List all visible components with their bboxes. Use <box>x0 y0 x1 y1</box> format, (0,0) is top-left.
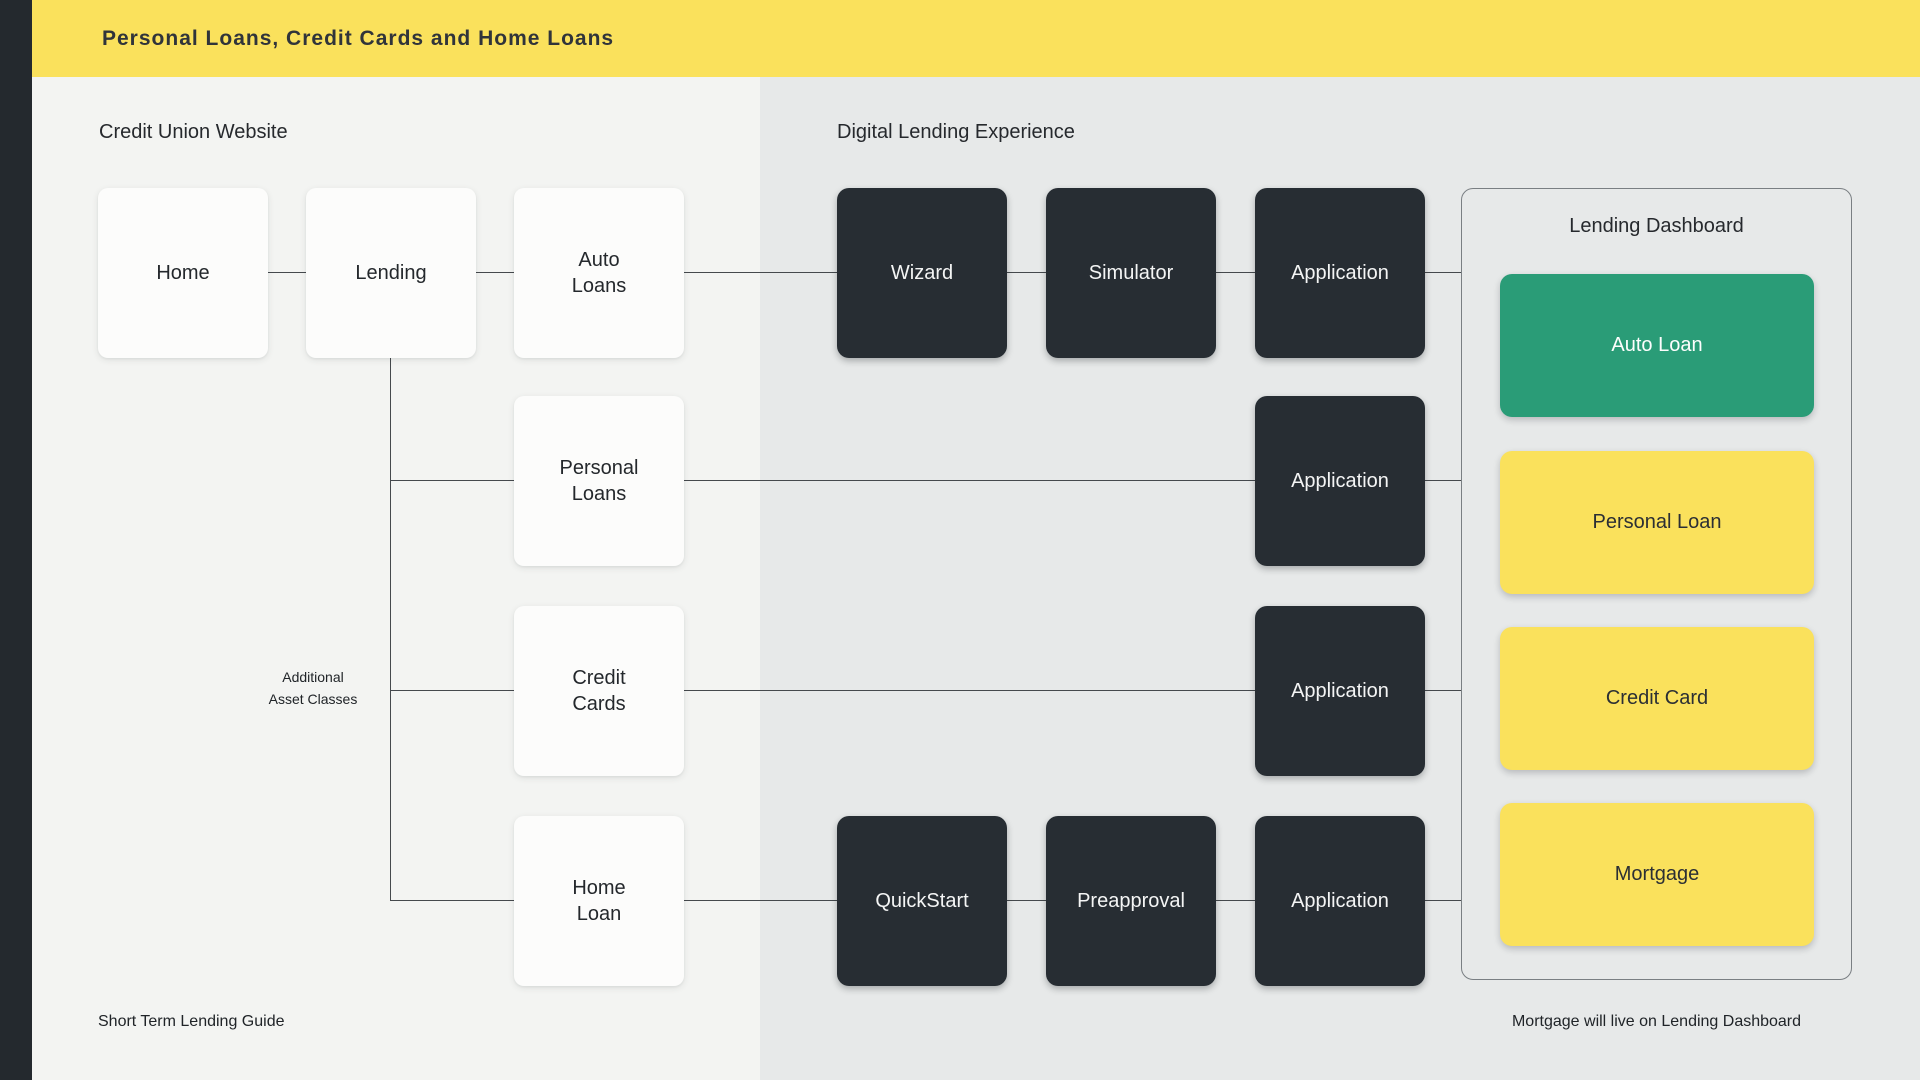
header-bar: Personal Loans, Credit Cards and Home Lo… <box>0 0 1920 77</box>
connector <box>684 480 1255 481</box>
node-label: Auto Loans <box>571 249 627 297</box>
connector <box>1425 690 1461 691</box>
node-label: Personal Loans <box>559 457 639 505</box>
section-label-credit-union-website: Credit Union Website <box>99 121 288 143</box>
dashboard-card-credit-card[interactable]: Credit Card <box>1500 627 1814 770</box>
connector-tree-trunk <box>390 358 391 901</box>
card-label: Personal Loan <box>1592 511 1722 533</box>
connector <box>1216 272 1255 273</box>
node-auto-loans[interactable]: Auto Loans <box>514 188 684 358</box>
node-personal-loans[interactable]: Personal Loans <box>514 396 684 566</box>
card-label: Auto Loan <box>1611 334 1703 356</box>
connector <box>1425 272 1461 273</box>
dashboard-card-mortgage[interactable]: Mortgage <box>1500 803 1814 946</box>
lending-dashboard-panel[interactable]: Lending Dashboard Auto Loan Personal Loa… <box>1461 188 1852 980</box>
connector <box>1425 900 1461 901</box>
node-home-loan[interactable]: Home Loan <box>514 816 684 986</box>
section-label-digital-lending-experience: Digital Lending Experience <box>837 121 1075 143</box>
node-label: Home Loan <box>572 877 626 925</box>
connector <box>1216 900 1255 901</box>
node-credit-cards[interactable]: Credit Cards <box>514 606 684 776</box>
connector <box>1007 900 1046 901</box>
annotation-additional-asset-classes: Additional Asset Classes <box>268 669 358 707</box>
connector <box>684 272 837 273</box>
node-lending[interactable]: Lending <box>306 188 476 358</box>
node-label: Credit Cards <box>572 667 626 715</box>
connector <box>1007 272 1046 273</box>
connector <box>476 272 514 273</box>
dashboard-card-personal-loan[interactable]: Personal Loan <box>1500 451 1814 594</box>
card-label: Mortgage <box>1614 863 1700 885</box>
dashboard-card-auto-loan[interactable]: Auto Loan <box>1500 274 1814 417</box>
page-title: Personal Loans, Credit Cards and Home Lo… <box>102 26 615 50</box>
connector <box>684 690 1255 691</box>
card-label: Credit Card <box>1605 687 1709 709</box>
connector <box>268 272 306 273</box>
node-simulator[interactable]: Simulator <box>1046 188 1216 358</box>
annotation-short-term-lending-guide: Short Term Lending Guide <box>98 1013 285 1030</box>
node-label: Application <box>1291 890 1389 912</box>
connector <box>390 900 514 901</box>
node-label: Application <box>1291 680 1389 702</box>
node-application-personal[interactable]: Application <box>1255 396 1425 566</box>
node-label: Home <box>156 262 210 284</box>
node-application-home[interactable]: Application <box>1255 816 1425 986</box>
node-label: Application <box>1291 470 1389 492</box>
connector <box>684 900 837 901</box>
connector <box>1425 480 1461 481</box>
connector <box>390 480 514 481</box>
collapsed-sidebar-strip <box>0 0 32 1080</box>
node-label: Application <box>1291 262 1389 284</box>
node-label: Wizard <box>890 262 954 284</box>
lending-dashboard-title: Lending Dashboard <box>1569 215 1744 237</box>
annotation-mortgage-note: Mortgage will live on Lending Dashboard <box>1511 1013 1802 1030</box>
node-application-credit[interactable]: Application <box>1255 606 1425 776</box>
node-label: Simulator <box>1088 262 1174 284</box>
node-application-auto[interactable]: Application <box>1255 188 1425 358</box>
node-quickstart[interactable]: QuickStart <box>837 816 1007 986</box>
node-label: Preapproval <box>1077 890 1185 912</box>
node-label: Lending <box>355 262 427 284</box>
node-preapproval[interactable]: Preapproval <box>1046 816 1216 986</box>
node-label: QuickStart <box>875 890 969 912</box>
node-wizard[interactable]: Wizard <box>837 188 1007 358</box>
node-home[interactable]: Home <box>98 188 268 358</box>
connector <box>390 690 514 691</box>
